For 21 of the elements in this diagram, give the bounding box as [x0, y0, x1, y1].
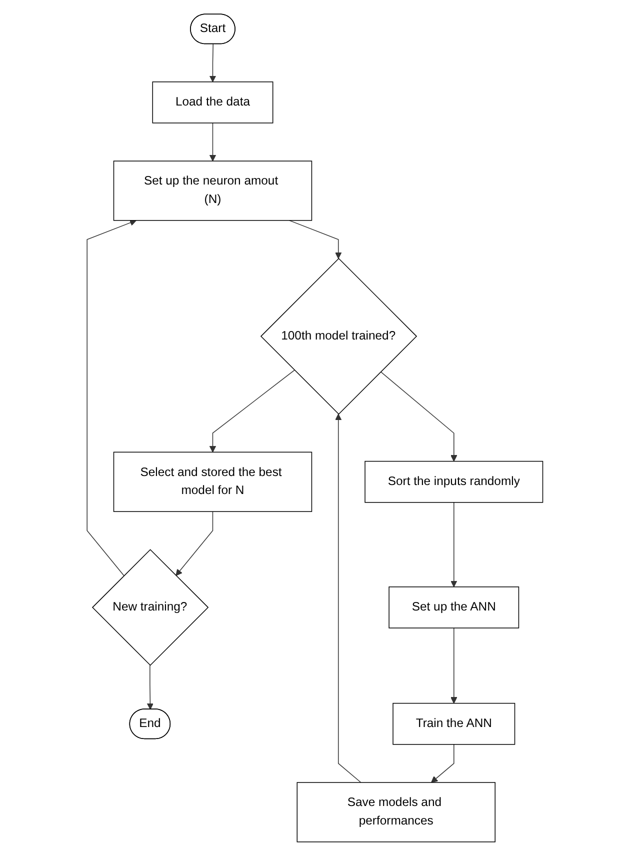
node-box: Load the data — [152, 82, 274, 124]
node-box: Train the ANN — [392, 702, 516, 745]
node-box: Set up the ANN — [388, 586, 520, 628]
arrow — [288, 220, 342, 259]
arrow — [209, 44, 216, 82]
node-diamond: 100th model trained? — [260, 258, 418, 415]
arrow — [209, 122, 216, 162]
arrow — [209, 370, 295, 452]
node-diamond: New training? — [92, 549, 209, 666]
node-box: Select and stored the best model for N — [113, 452, 312, 512]
arrow — [450, 502, 458, 588]
node-box: Save models and performances — [296, 782, 496, 842]
arrow — [176, 511, 214, 576]
node-box: Set up the neuron amout (N) — [113, 160, 312, 221]
arrow — [146, 664, 154, 710]
arrow — [335, 414, 362, 783]
arrow — [86, 220, 137, 576]
arrow — [431, 744, 454, 783]
node-box: Sort the inputs randomly — [364, 460, 544, 503]
arrow — [380, 371, 458, 462]
arrow — [450, 628, 458, 704]
